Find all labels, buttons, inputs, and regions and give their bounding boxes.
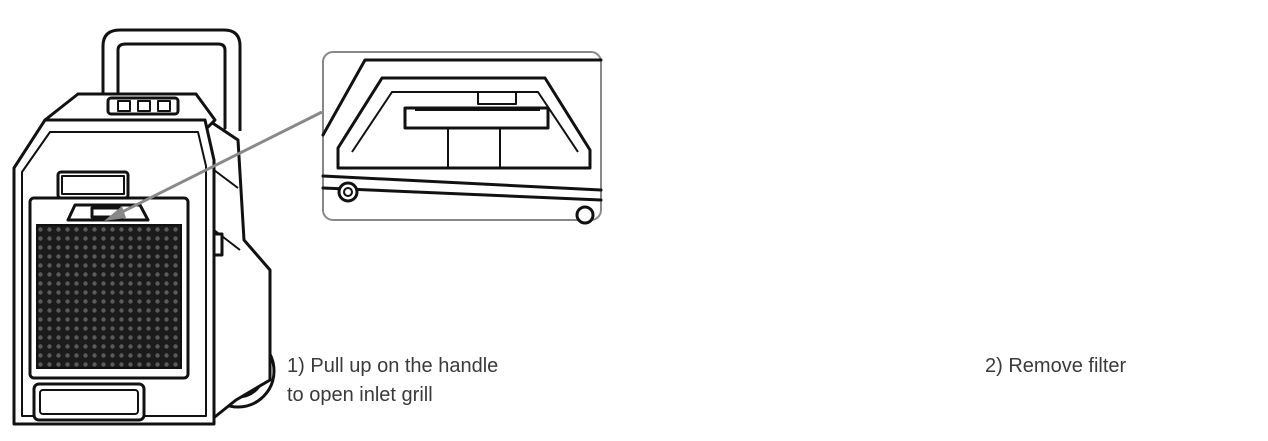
- step-1-caption: 1) Pull up on the handle to open inlet g…: [287, 352, 498, 410]
- step-1-number: 1): [287, 355, 305, 377]
- step-1-text-line1: Pull up on the handle: [310, 355, 499, 377]
- step-2-text-line1: Remove filter: [1008, 355, 1127, 377]
- arrow-callout-1: [104, 110, 323, 221]
- step-2-caption: 2) Remove filter: [985, 352, 1126, 381]
- handle-detail-callout: [321, 51, 603, 225]
- step-1-text-line2: to open inlet grill: [287, 384, 433, 406]
- step-2-number: 2): [985, 355, 1003, 377]
- dehumidifier-closed-icon: [12, 28, 276, 426]
